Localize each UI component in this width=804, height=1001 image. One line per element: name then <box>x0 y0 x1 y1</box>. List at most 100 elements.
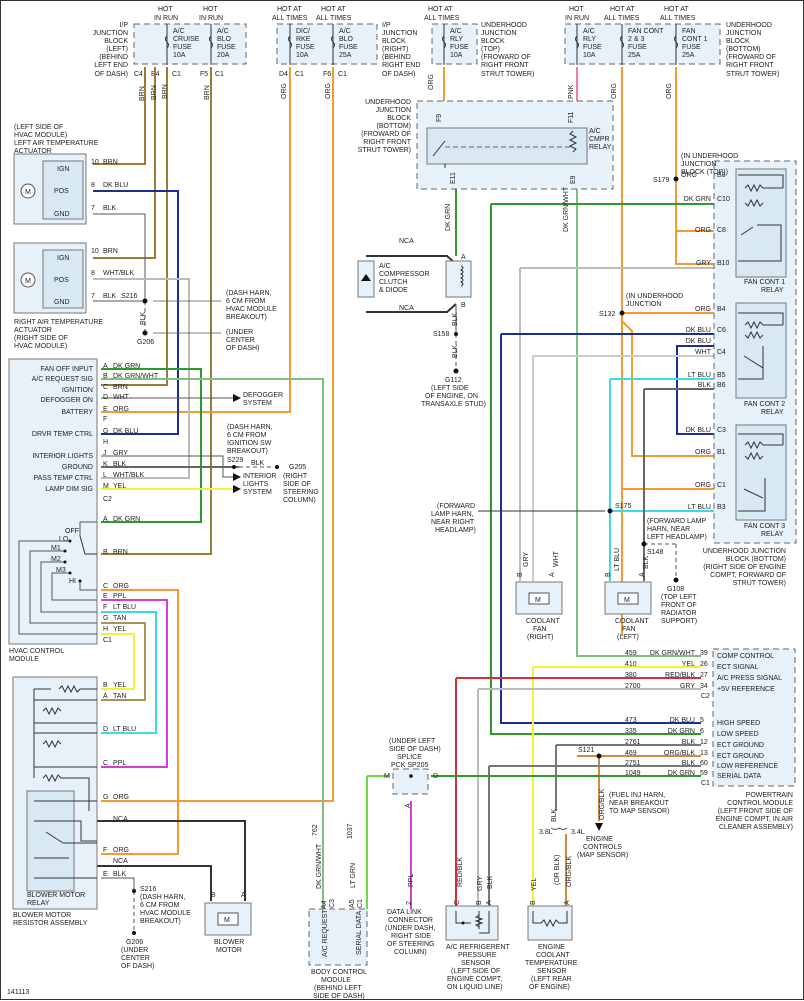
pcm-pin-number: 5 <box>700 717 704 724</box>
wire-segment <box>18 540 97 635</box>
pcm-circuit-number: 473 <box>625 717 637 724</box>
splice-s216: S216 BLK G206 (DASH HARN, 6 CM FROM HVAC… <box>121 290 277 352</box>
pcm-wire-color: BLK <box>682 739 696 746</box>
hvac-pin-letter: B <box>103 373 108 380</box>
label: D4 <box>279 71 288 78</box>
label: MODULE <box>9 656 39 663</box>
label: GRY <box>696 260 711 267</box>
label: SIDE OF DASH) <box>313 993 365 1000</box>
label: ORG/BLK <box>599 789 606 820</box>
wire-segment <box>40 561 97 613</box>
hvac-pin-name: DEFOGGER ON <box>40 397 93 404</box>
label: BLOCK <box>481 38 505 45</box>
label: (LEFT SIDE OF <box>14 124 63 131</box>
wire-segment <box>58 684 97 694</box>
wire-segment <box>738 174 784 208</box>
label: PNK <box>568 84 575 99</box>
wire-segment <box>79 581 97 591</box>
pcm-wire-color: GRY <box>680 683 695 690</box>
label: BREAKOUT) <box>140 918 181 925</box>
wire-segment <box>459 265 464 287</box>
label: BLOCK (TOP)) <box>681 169 728 176</box>
label: CLEANER ASSEMBLY) <box>719 824 793 831</box>
label: FUSE <box>339 44 358 51</box>
label: B4 <box>717 306 726 313</box>
splice-dot <box>68 571 72 575</box>
label: ALL TIMES <box>424 15 460 22</box>
label: 25A <box>682 52 695 59</box>
hvac-pin-wire: GRY <box>113 450 128 457</box>
label: POS <box>54 188 69 195</box>
coolant-fan-left: M B LT BLU A BLK COOLANT FAN (LEFT) <box>604 548 652 641</box>
label: A <box>486 900 493 905</box>
label: CONTROLS <box>583 844 622 851</box>
hvac-pin-letter: A <box>103 363 108 370</box>
label: G206 <box>137 339 154 346</box>
label: CENTER <box>121 955 150 962</box>
pck-splice-sp205: (UNDER LEFT SIDE OF DASH) SPLICE PCK SP2… <box>384 738 441 808</box>
pcm-circuit-number: 2761 <box>625 739 641 746</box>
data-link-connector: 2 PPL DATA LINK CONNECTOR (UNDER DASH, R… <box>385 874 436 956</box>
label: (BEHIND LEFT <box>314 985 363 992</box>
label: SENSOR <box>537 968 567 975</box>
label: 2 & 3 <box>628 36 644 43</box>
wire-segment <box>738 312 784 340</box>
label: B10 <box>717 260 730 267</box>
label: A <box>103 516 108 523</box>
wire-segment <box>288 35 292 49</box>
label: ACTUATOR <box>14 327 52 334</box>
label: ALL TIMES <box>660 15 696 22</box>
pcm-wire-color: DK BLU <box>670 717 695 724</box>
splice-dot <box>132 931 136 935</box>
label: HVAC MODULE) <box>14 343 67 350</box>
wire-segment <box>550 827 568 830</box>
label: UNDERHOOD <box>726 22 772 29</box>
label: FUSE <box>217 44 236 51</box>
label: IN RUN <box>199 15 223 22</box>
motor-icon <box>20 183 36 199</box>
ac-compressor-relay-block: F9 F11 E11 E9 A/C CMPR RELAY UNDERHOOD J… <box>139 74 673 190</box>
arrow-down-icon <box>595 823 603 831</box>
wire-lt-grn-serial-bcm <box>366 775 390 909</box>
wire-segment <box>45 831 97 844</box>
label: RIGHT AIR TEMPERATURE <box>14 319 103 326</box>
label: SPLICE <box>397 754 422 761</box>
label: 3.8L <box>539 829 553 836</box>
label: JUNCTION <box>626 301 661 308</box>
label: B <box>517 572 524 577</box>
pcm-wire-color: DK GRN/WHT <box>650 650 696 657</box>
label: RLY <box>450 36 463 43</box>
label: S229 <box>227 457 243 464</box>
label: BRN <box>151 85 158 100</box>
label: BLK <box>551 808 558 822</box>
label: M1 <box>51 545 61 552</box>
label: (DASH HARN, <box>227 424 273 431</box>
label: WHT <box>695 349 712 356</box>
underhood-junction-block-bottom: (IN UNDERHOOD JUNCTION BLOCK (TOP)) S179… <box>599 153 797 587</box>
label: FUSE <box>296 44 315 51</box>
wire-dk-blu-high <box>500 334 701 724</box>
label: STRUT TOWER) <box>358 147 411 154</box>
label: BLK <box>452 312 459 326</box>
label: HVAC MODULE <box>140 910 191 917</box>
splice-dot <box>619 310 625 316</box>
hvac-pin-letter: C <box>103 384 108 391</box>
label: BLOCK <box>726 38 750 45</box>
label: G108 <box>667 586 684 593</box>
label: BLOCK <box>104 38 128 45</box>
label: B6 <box>717 382 726 389</box>
wire-org-c1c <box>101 589 179 855</box>
label: (UNDER <box>226 329 253 336</box>
label: CONNECTOR <box>388 917 433 924</box>
hvac-pin-wire: BRN <box>113 384 128 391</box>
label: ORG <box>325 83 332 99</box>
hvac-pin-wire: WHT <box>113 394 130 401</box>
pcm-pin-function: LOW SPEED <box>717 731 759 738</box>
label: C1 <box>215 71 224 78</box>
ac-compressor-clutch-diode: DK GRN DK GRN/WHT NCA NCA A/C COMPRESSOR… <box>357 186 570 408</box>
hvac-pin-wire: WHT/BLK <box>113 472 144 479</box>
label: C6 <box>717 327 726 334</box>
label: A <box>564 900 571 905</box>
